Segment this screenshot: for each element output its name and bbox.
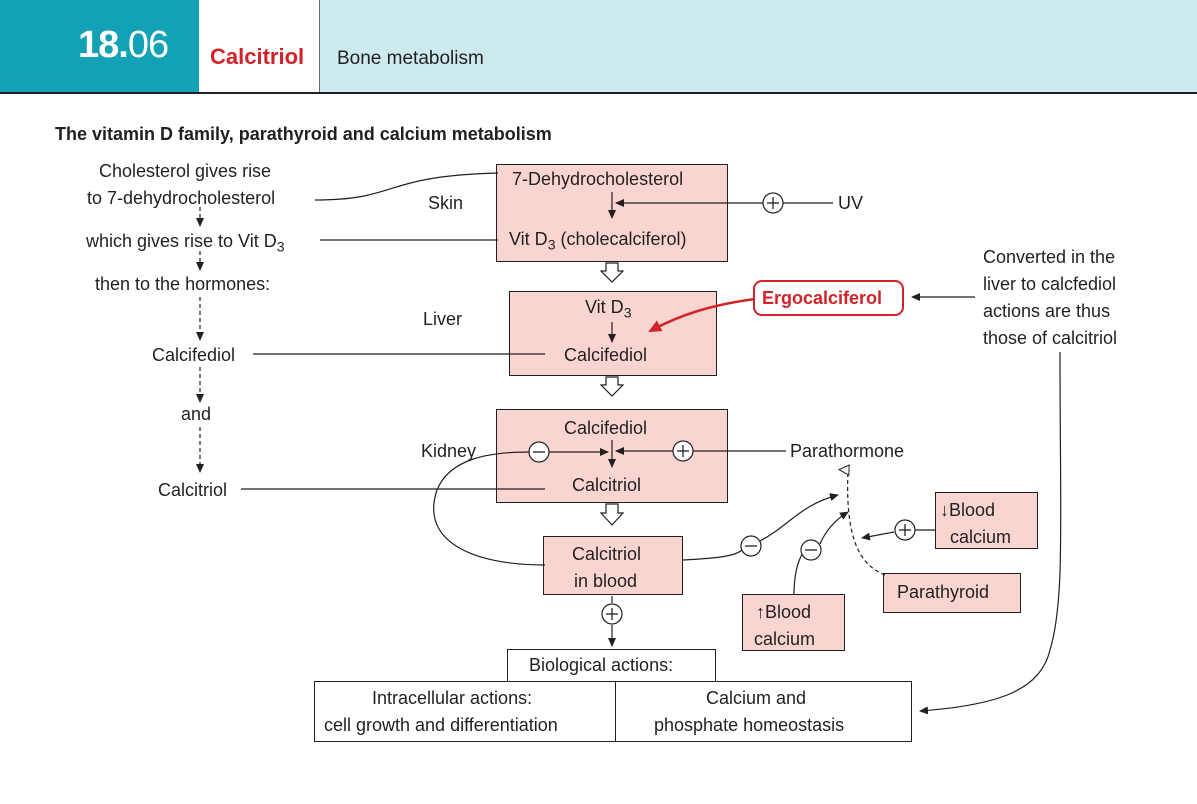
low-calcium-box bbox=[935, 492, 1038, 549]
low-calcium-line2: calcium bbox=[950, 527, 1012, 547]
hollow-arrow-liver-kidney bbox=[599, 376, 625, 397]
right-note-line3: actions are thus bbox=[983, 301, 1111, 321]
left-text-calcifediol: Calcifediol bbox=[152, 345, 236, 365]
kidney-box-bottom: Calcitriol bbox=[572, 475, 642, 495]
high-calcium-line1: ↑Blood bbox=[756, 602, 812, 622]
liver-box-top: Vit D3 bbox=[585, 297, 632, 321]
chapter-subnumber: 06 bbox=[127, 24, 169, 66]
hollow-arrow-kidney-blood bbox=[599, 503, 625, 526]
high-ca-to-minus bbox=[793, 552, 804, 595]
bio-right-line2: phosphate homeostasis bbox=[654, 715, 845, 735]
ergocalciferol-label: Ergocalciferol bbox=[762, 288, 883, 308]
bio-right-line1: Calcium and bbox=[706, 688, 807, 708]
minus-to-parathormone bbox=[759, 493, 839, 542]
organ-skin: Skin bbox=[428, 193, 464, 213]
parathyroid-label: Parathyroid bbox=[897, 582, 990, 602]
parathyroid-dash bbox=[848, 470, 886, 576]
topic-block: Calcitriol bbox=[199, 0, 320, 92]
right-note-line1: Converted in the bbox=[983, 247, 1116, 267]
kidney-box-top: Calcifediol bbox=[564, 418, 648, 438]
high-calcium-line2: calcium bbox=[754, 629, 816, 649]
blood-box-line1: Calcitriol bbox=[572, 544, 642, 564]
right-note-line4: those of calcitriol bbox=[983, 328, 1118, 348]
diagram-title: The vitamin D family, parathyroid and ca… bbox=[55, 124, 552, 144]
parathormone-label: Parathormone bbox=[790, 441, 905, 461]
low-calcium-line1: ↓Blood bbox=[940, 500, 996, 520]
chapter-number: 18.06 bbox=[78, 24, 169, 66]
left-text-line3: which gives rise to Vit D3 bbox=[86, 231, 285, 255]
organ-liver: Liver bbox=[423, 309, 463, 329]
feedback-loop-left bbox=[433, 451, 546, 566]
left-text-line1: Cholesterol gives rise bbox=[99, 161, 272, 181]
note-to-homeostasis-arrow bbox=[919, 351, 1062, 715]
liver-box-bottom: Calcifediol bbox=[564, 345, 648, 365]
skin-box-top: 7-Dehydrocholesterol bbox=[512, 169, 684, 189]
bio-right-box bbox=[615, 681, 912, 742]
bio-left-line1: Intracellular actions: bbox=[372, 688, 533, 708]
blood-to-minus bbox=[682, 549, 743, 561]
left-text-line2: to 7-dehydrocholesterol bbox=[87, 188, 276, 208]
bio-header-label: Biological actions: bbox=[529, 655, 674, 675]
topic-title: Calcitriol bbox=[210, 44, 305, 69]
left-text-and: and bbox=[181, 404, 212, 424]
plus-to-pth-low bbox=[861, 531, 895, 541]
organ-kidney: Kidney bbox=[421, 441, 477, 461]
right-note-line2: liver to calcfediol bbox=[983, 274, 1117, 294]
skin-box-bottom: Vit D3 (cholecalciferol) bbox=[509, 229, 687, 253]
left-text-line4: then to the hormones: bbox=[95, 274, 271, 294]
left-text-calcitriol: Calcitriol bbox=[158, 480, 228, 500]
ergocalciferol-arrow bbox=[648, 297, 756, 333]
uv-label: UV bbox=[838, 193, 864, 213]
blood-box-line2: in blood bbox=[574, 571, 638, 591]
chapter-number-block: 18.06 bbox=[0, 0, 199, 92]
hollow-arrow-skin-liver bbox=[599, 262, 625, 283]
leader-line-dehydro bbox=[314, 172, 499, 201]
section-title: Bone metabolism bbox=[337, 48, 484, 69]
parathyroid-box bbox=[883, 573, 1021, 613]
ergocalciferol-box bbox=[753, 280, 904, 316]
bio-left-line2: cell growth and differentiation bbox=[324, 715, 558, 735]
section-block: Bone metabolism bbox=[320, 0, 1197, 92]
minus-to-pth-high bbox=[819, 511, 849, 545]
high-calcium-box bbox=[742, 594, 845, 651]
liver-box bbox=[509, 291, 717, 376]
blood-box bbox=[543, 536, 683, 595]
header-rule bbox=[0, 92, 1197, 94]
